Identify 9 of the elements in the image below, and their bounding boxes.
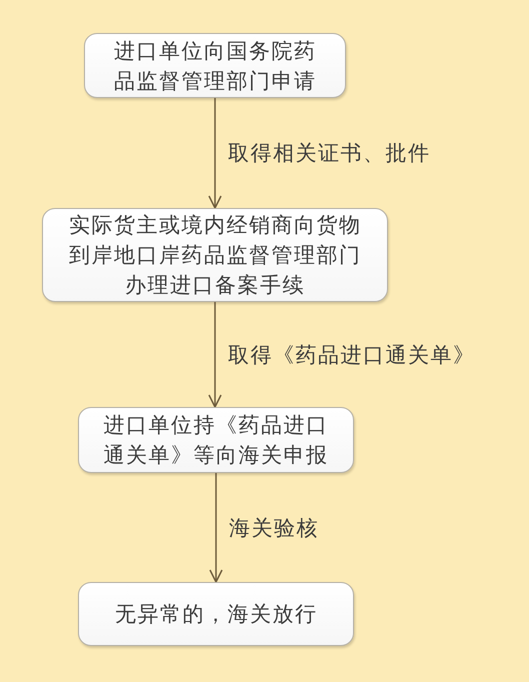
arrow [209,473,223,583]
edge-label: 海关验核 [229,514,319,540]
process-box: 进口单位持《药品进口通关单》等向海关申报 [78,407,354,473]
process-box: 无异常的，海关放行 [78,582,354,646]
process-box: 进口单位向国务院药品监督管理部门申请 [84,33,346,98]
arrow [208,98,222,209]
process-box: 实际货主或境内经销商向货物到岸地口岸药品监督管理部门办理进口备案手续 [42,208,388,302]
arrow [208,302,222,408]
edge-label: 取得相关证书、批件 [228,140,430,166]
